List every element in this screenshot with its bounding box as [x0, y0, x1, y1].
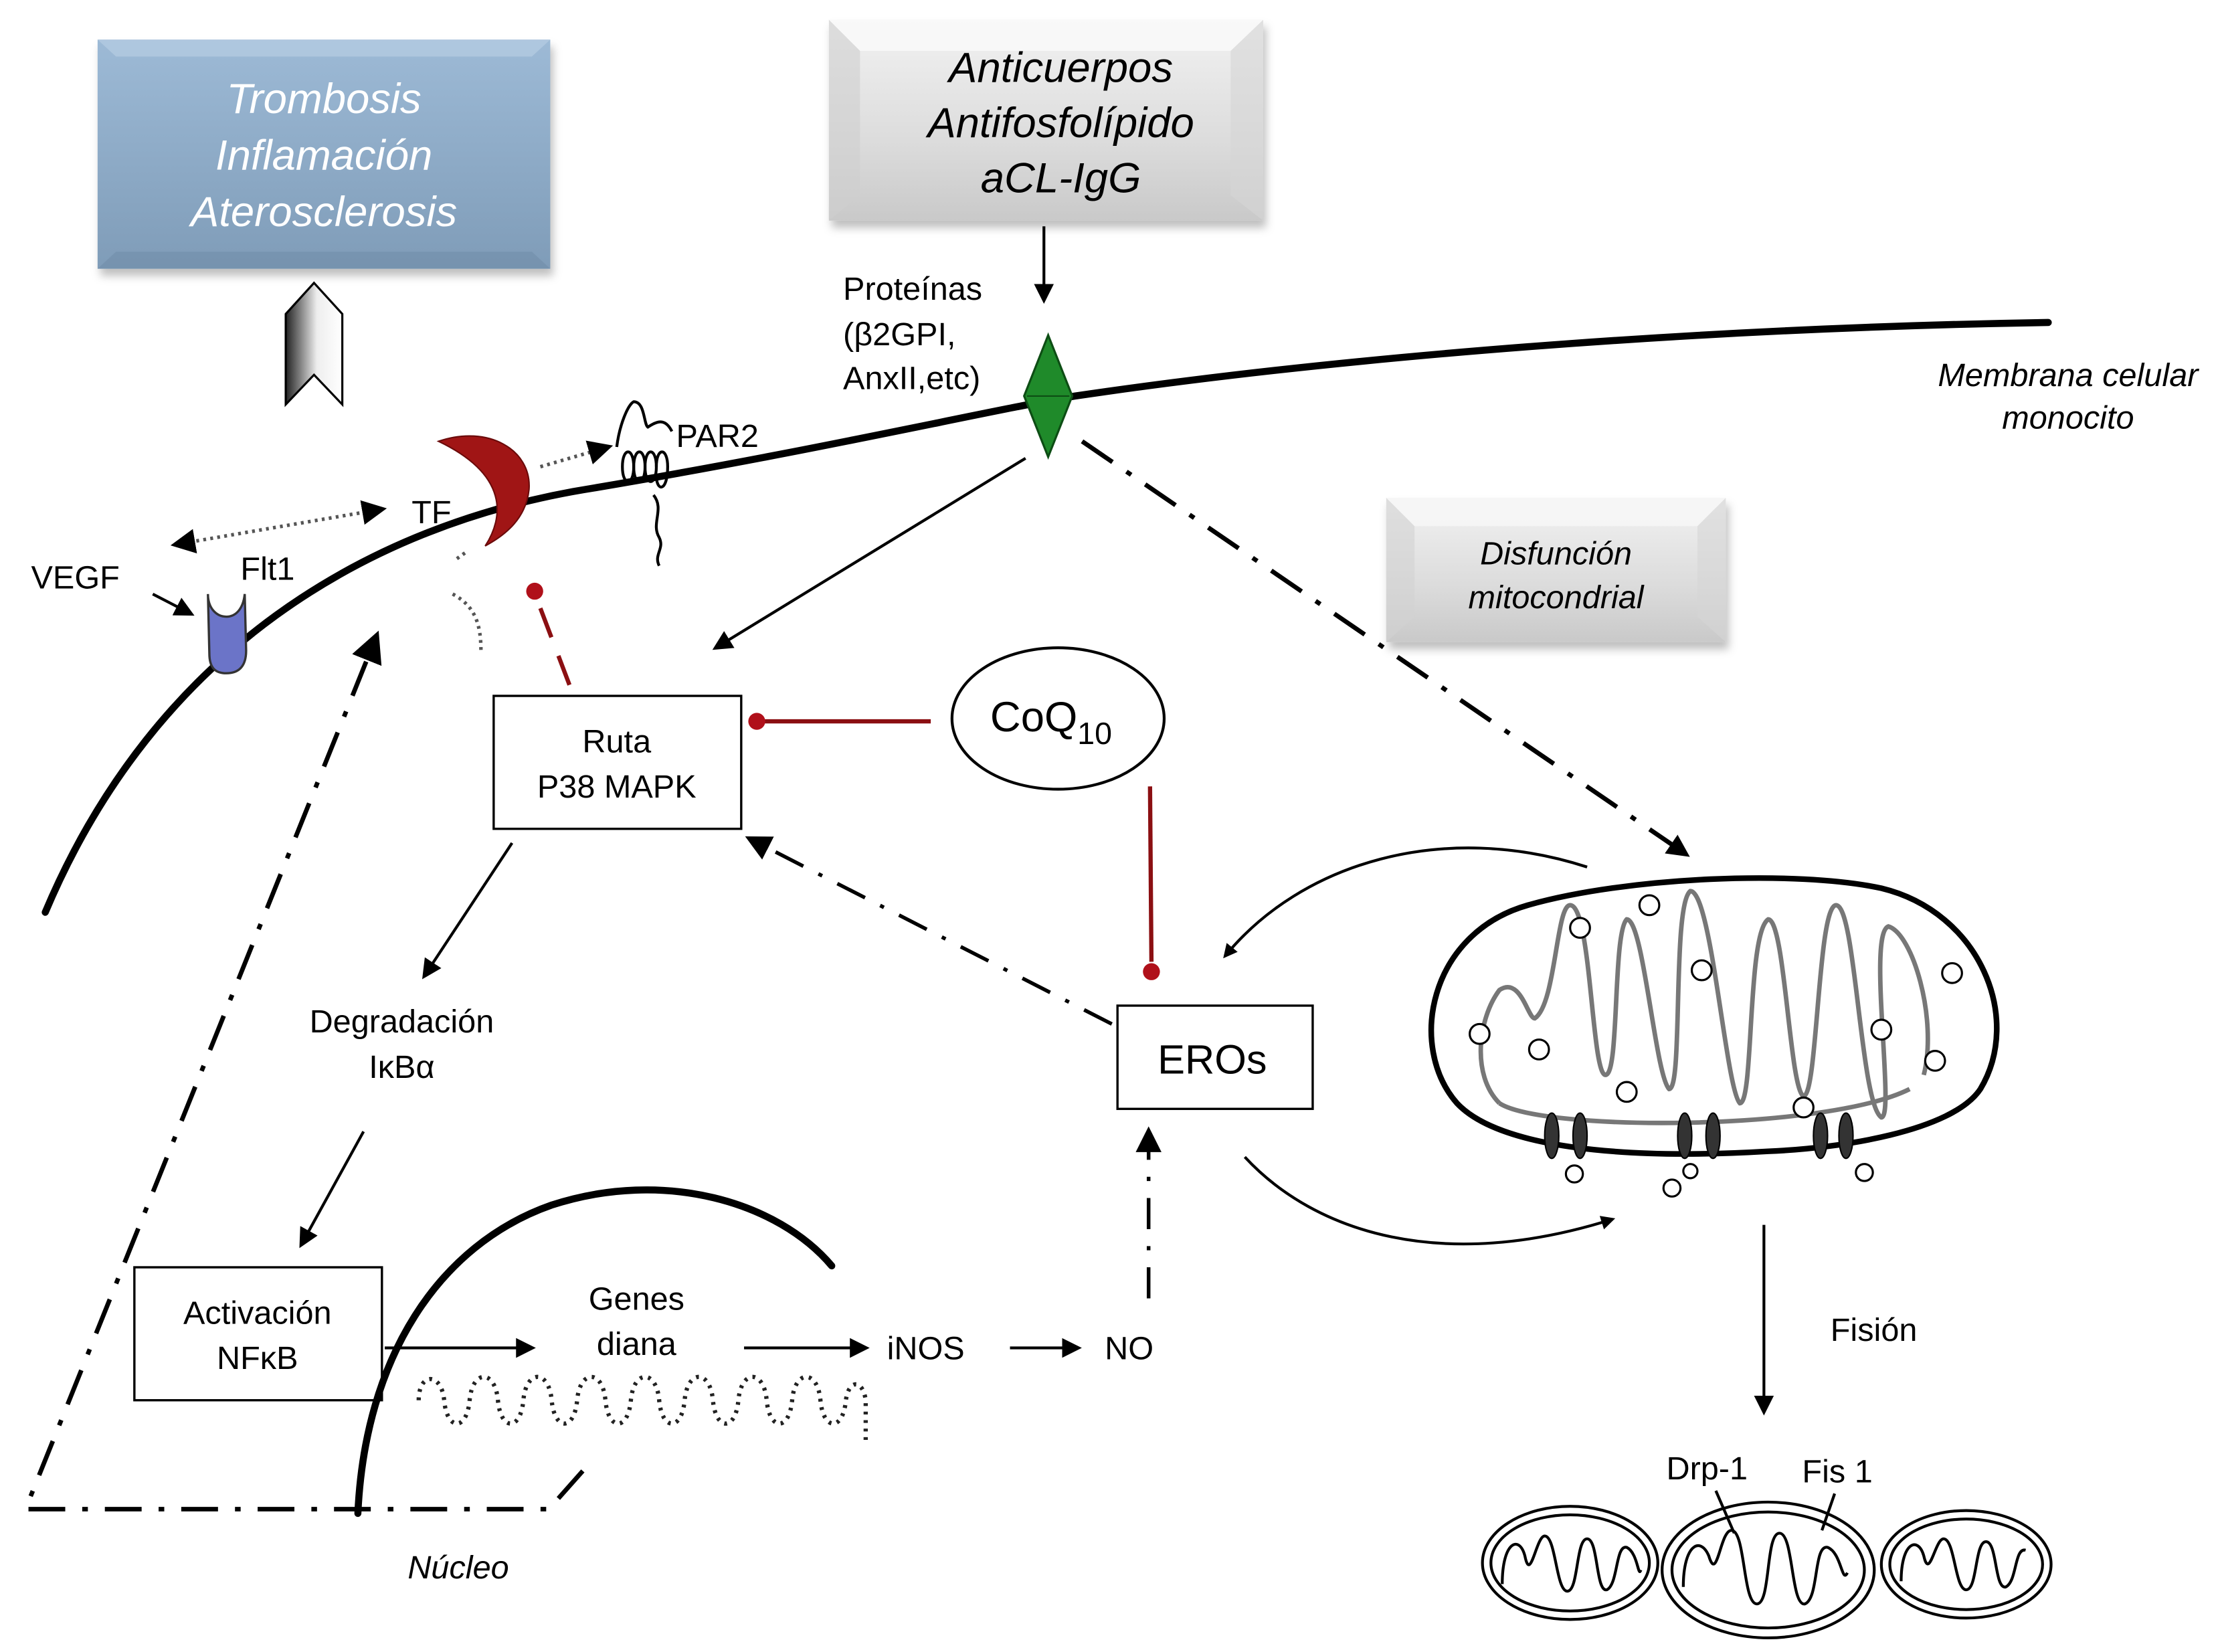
vegf-tf-bidirectional-arrow: [170, 500, 387, 554]
tf-receptor-icon: [436, 435, 530, 547]
nucleus-feedback-loop: [22, 630, 585, 1511]
outcomes-box: Trombosis Inflamación Aterosclerosis: [97, 39, 551, 269]
tf-dotted-inner: [452, 592, 483, 651]
genes-label-1: Genes: [589, 1281, 684, 1317]
outcome-atherosclerosis: Aterosclerosis: [188, 189, 457, 236]
mitochondrion-icon: [1428, 875, 2000, 1198]
inhibition-dot-tf: [526, 582, 543, 600]
p38-label-1: Ruta: [582, 724, 652, 760]
eros-label: EROs: [1158, 1036, 1267, 1082]
eros-box: EROs: [1116, 1004, 1314, 1110]
inhibition-dot-p38: [748, 713, 765, 730]
outcome-thrombosis: Trombosis: [227, 76, 422, 122]
antibodies-line-3: aCL-IgG: [981, 155, 1141, 201]
mito-dysfunction-line-1: Disfunción: [1480, 535, 1632, 571]
p38-to-degradation-arrow: [422, 842, 514, 980]
membrane-label-1: Membrana celular: [1938, 357, 2199, 393]
p38-inhibits-tf-line: [538, 607, 574, 691]
cell-membrane: [41, 318, 2052, 916]
protein-to-p38-arrow: [712, 457, 1026, 650]
fission-label: Fisión: [1831, 1312, 1918, 1348]
outcome-inflammation: Inflamación: [215, 132, 432, 179]
antibodies-box: Anticuerpos Antifosfolípido aCL-IgG: [828, 19, 1263, 221]
vegf-label: VEGF: [31, 559, 120, 595]
coq10-node: CoQ10: [950, 646, 1166, 791]
small-mitochondrion-3: [1879, 1509, 2053, 1620]
par2-receptor-icon: [615, 400, 674, 567]
degradation-label-1: Degradación: [310, 1004, 494, 1040]
inhibition-dot-eros: [1143, 963, 1160, 980]
proteins-label-2: (β2GPI,: [843, 316, 955, 353]
par2-label: PAR2: [676, 418, 759, 454]
degradation-to-nfkb-arrow: [299, 1131, 365, 1249]
dna-icon: [416, 1374, 868, 1443]
proteins-label-3: AnxII,etc): [843, 360, 980, 396]
coq10-inhibits-eros-line: [1147, 786, 1154, 962]
flt1-receptor-icon: [207, 593, 248, 674]
small-mitochondrion-2: [1661, 1500, 1876, 1639]
tf-to-par2-arrow: [539, 440, 614, 469]
mitochondria-to-eros-arrow: [1223, 846, 1588, 959]
protein-diamond-icon: [1022, 332, 1074, 460]
antibodies-line-1: Anticuerpos: [946, 45, 1173, 92]
nucleus-membrane: [354, 1186, 836, 1518]
vegf-to-flt1-arrow: [152, 592, 195, 616]
nfkb-label-1: Activación: [183, 1295, 332, 1332]
nfkb-box: Activación NFκB: [133, 1266, 383, 1402]
mito-dysfunction-box: Disfunción mitocondrial: [1386, 498, 1726, 642]
nfkb-label-2: NFκB: [217, 1340, 298, 1376]
genes-label-2: diana: [597, 1326, 677, 1362]
degradation-label-2: IκBα: [369, 1049, 434, 1085]
p38-mapk-box: Ruta P38 MAPK: [492, 695, 743, 830]
fis1-label: Fis 1: [1802, 1453, 1872, 1489]
no-label: NO: [1105, 1330, 1153, 1366]
flt1-label: Flt1: [240, 551, 294, 587]
nucleus-label: Núcleo: [407, 1550, 509, 1586]
drp1-label: Drp-1: [1666, 1451, 1748, 1487]
inos-label: iNOS: [887, 1330, 965, 1366]
antibodies-line-2: Antifosfolípido: [925, 100, 1194, 147]
drp1-pointer: [1714, 1490, 1736, 1534]
tf-label: TF: [411, 494, 451, 531]
mito-dysfunction-line-2: mitocondrial: [1469, 579, 1645, 616]
eros-to-p38-arrow: [745, 836, 1113, 1026]
tf-dotted-tail: [456, 550, 468, 561]
small-mitochondria: [1481, 1500, 2053, 1639]
chevron-up-icon: [284, 281, 344, 407]
proteins-label-1: Proteínas: [843, 271, 982, 307]
p38-label-2: P38 MAPK: [537, 769, 697, 805]
eros-to-mitochondria-arrow: [1243, 1156, 1616, 1246]
membrane-label-2: monocito: [2002, 400, 2134, 436]
coq10-label: CoQ10: [990, 694, 1112, 751]
small-mitochondrion-1: [1481, 1505, 1659, 1621]
